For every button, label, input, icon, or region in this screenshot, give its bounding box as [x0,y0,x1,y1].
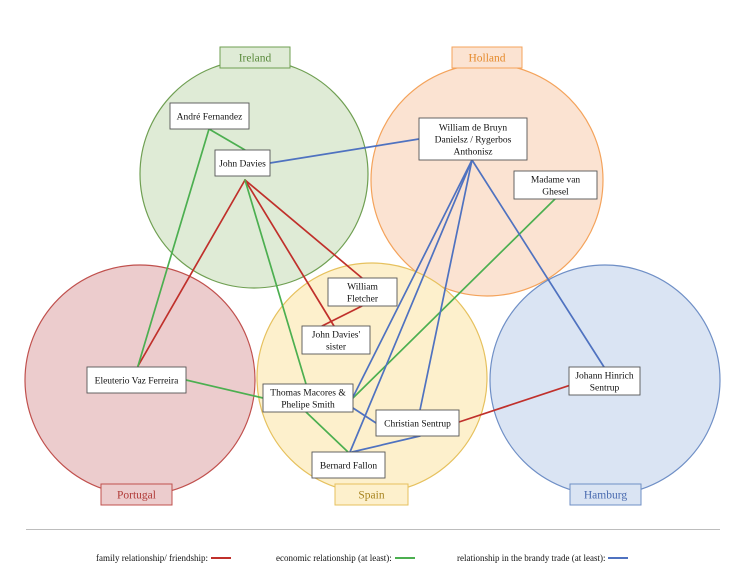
node-andre-label: André Fernandez [177,113,243,123]
node-johann-box [568,366,641,396]
region-spain-label: Spain [358,490,384,502]
region-ireland-label: Ireland [239,53,272,65]
node-fallon-label: Bernard Fallon [320,462,378,472]
edge-economic-andre-davies [208,128,246,151]
node-macores[interactable]: Thomas Macores & Phelipe Smith [262,383,354,413]
node-sister[interactable]: John Davies' sister [301,325,371,355]
region-holland-label: Holland [468,53,505,65]
region-portugal-label-box [100,483,173,506]
node-eleuterio-box [86,366,187,394]
region-hamburg-label: Hamburg [584,490,627,502]
legend-item-economic: economic relationship (at least): [276,553,415,563]
node-fallon[interactable]: Bernard Fallon [311,451,386,479]
edge-family-davies-eleuterio [137,179,246,367]
node-sentrup[interactable]: Christian Sentrup [375,409,460,437]
node-macores-box [262,383,354,413]
legend-divider [26,529,720,530]
node-johann-label: Sentrup [590,384,620,394]
edge-economic-eleuterio-macores [185,379,264,399]
node-davies-label: John Davies [219,160,266,170]
node-bruyn-label: William de Bruyn [439,124,507,134]
node-sentrup-label: Christian Sentrup [384,420,451,430]
edge-family-fletcher-sister [321,305,363,327]
edge-family-davies-fletcher [244,179,363,279]
region-spain-label-box [334,483,409,506]
region-ireland-label-box [219,46,291,69]
node-eleuterio[interactable]: Eleuterio Vaz Ferreira [86,366,187,394]
region-portugal-label: Portugal [117,490,156,502]
edge-brandy-bruyn-macores [351,159,473,400]
edge-economic-davies-macores [244,179,307,385]
node-macores-label: Thomas Macores & [270,389,346,399]
legend-label-brandy: relationship in the brandy trade (at lea… [457,553,606,563]
node-eleuterio-label: Eleuterio Vaz Ferreira [95,377,179,387]
node-davies-box [214,149,271,177]
node-sister-label: sister [326,343,347,353]
edge-family-davies-sister [244,179,335,327]
edge-economic-macores-fallon [305,411,349,453]
edge-brandy-bruyn-sentrup [419,159,473,411]
node-fletcher-label: William [347,283,378,293]
edge-economic-andre-eleuterio [137,128,210,367]
legend-swatch-brandy [608,557,629,559]
node-johann-label: Johann Hinrich [575,372,634,382]
node-bruyn-label: Anthonisz [453,148,492,158]
legend-label-family: family relationship/ friendship: [96,553,208,563]
legend-item-brandy: relationship in the brandy trade (at lea… [457,553,629,563]
edge-brandy-macores-sentrup [352,407,377,424]
legend-label-economic: economic relationship (at least): [276,553,392,563]
edge-brandy-bruyn-fallon [349,159,473,453]
region-hamburg-label-box [569,483,642,506]
legend-swatch-family [210,557,231,559]
edge-brandy-bruyn-johann [471,159,605,368]
edge-brandy-sentrup-fallon [351,435,421,453]
node-ghesel-box [513,170,598,200]
node-fletcher-label: Fletcher [347,295,379,305]
node-bruyn-box [418,117,528,161]
node-bruyn-label: Danielsz / Rygerbos [435,136,512,146]
legend-swatch-economic [394,557,415,559]
node-sentrup-box [375,409,460,437]
node-andre[interactable]: André Fernandez [169,102,250,130]
node-fletcher-box [327,277,398,307]
node-ghesel-label: Ghesel [542,188,569,198]
node-ghesel-label: Madame van [531,176,581,186]
node-andre-box [169,102,250,130]
node-fallon-box [311,451,386,479]
edge-brandy-davies-bruyn [269,138,420,164]
node-macores-label: Phelipe Smith [281,401,335,411]
legend-item-family: family relationship/ friendship: [96,553,231,563]
node-davies[interactable]: John Davies [214,149,271,177]
region-holland-label-box [451,46,523,69]
node-sister-box [301,325,371,355]
node-sister-label: John Davies' [312,331,361,341]
